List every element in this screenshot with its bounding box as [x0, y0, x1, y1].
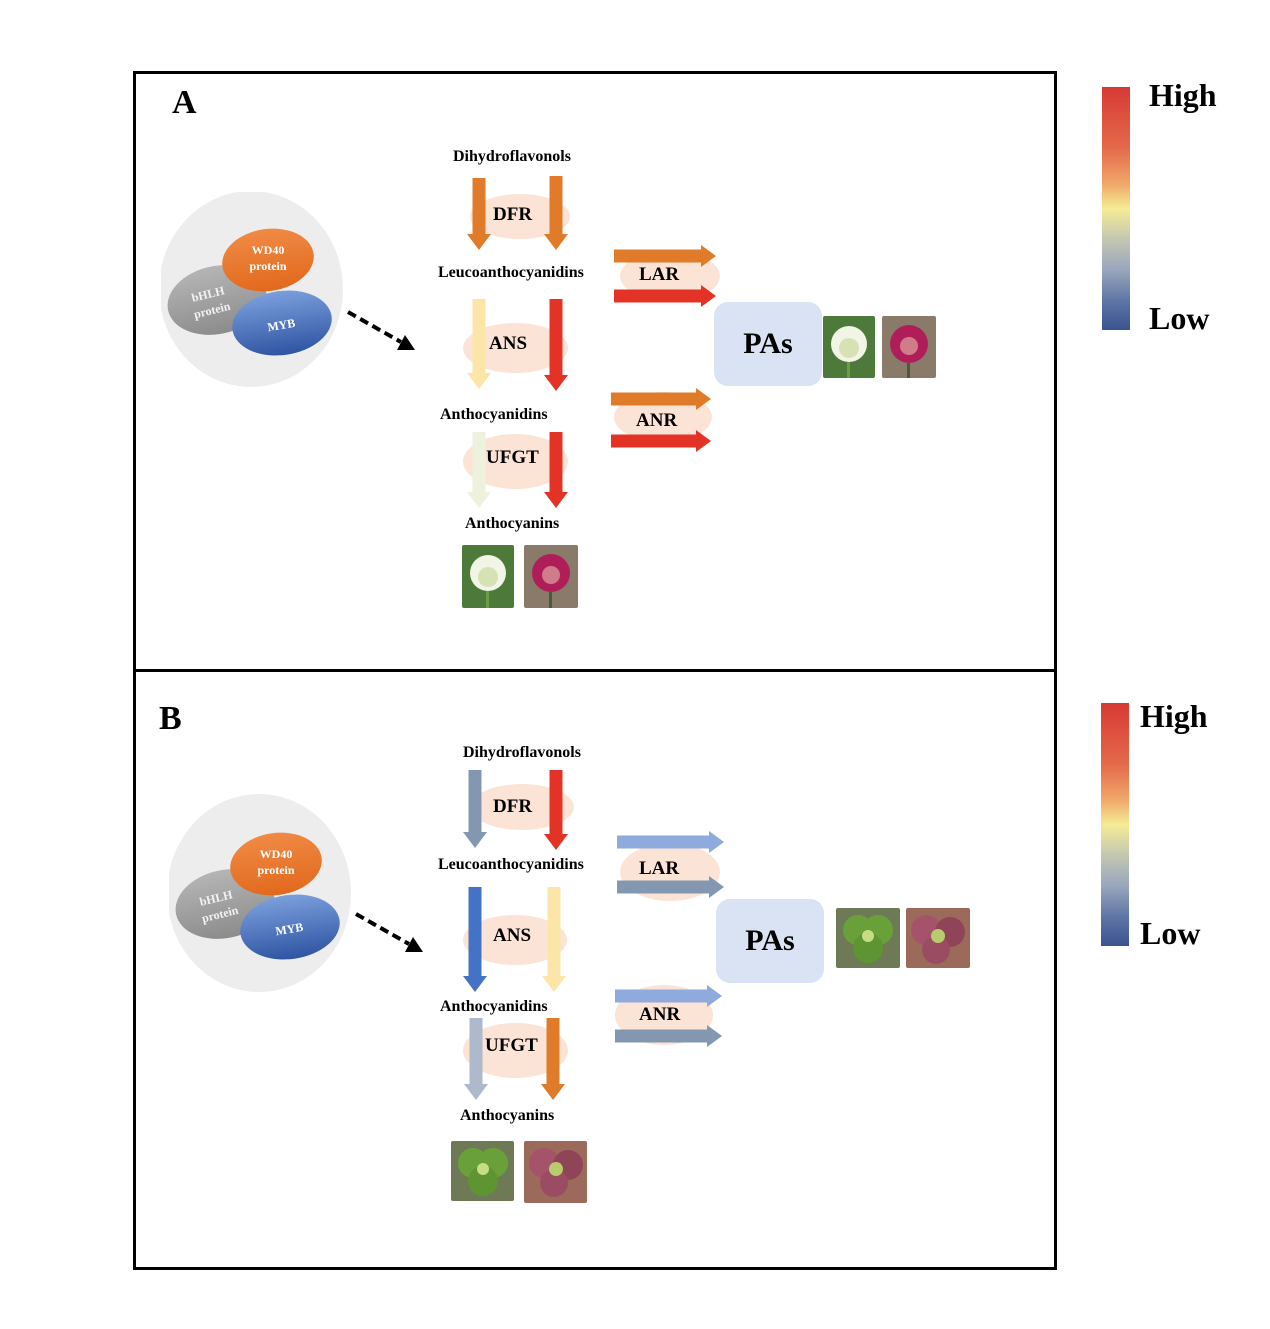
ufgt-arrow-first [467, 432, 491, 508]
product-pas: PAs [714, 302, 822, 386]
ufgt-arrow-second [541, 1018, 565, 1100]
wd40-label-2: protein [257, 863, 294, 877]
legend-high-label-a: High [1149, 77, 1217, 113]
lar-arrow-second [617, 876, 724, 898]
regulatory-complex: WD40 protein bHLH protein MYB [161, 192, 415, 387]
pas-image-green-clover [836, 908, 900, 968]
ans-arrow-first [463, 887, 487, 992]
metabolite-anthocyanidins: Anthocyanidins [440, 406, 548, 423]
color-scale-bar-b [1101, 703, 1129, 946]
panel-b: B WD40 protein bHLH protein MYB Dihydrof… [133, 669, 1057, 1270]
regulation-dashed-line [347, 310, 402, 344]
metabolite-dihydroflavonols: Dihydroflavonols [453, 148, 571, 165]
wd40-label-2: protein [249, 259, 286, 273]
product-pas: PAs [716, 899, 824, 983]
wd40-label: WD40 [260, 847, 293, 861]
enzyme-dfr: DFR [493, 204, 533, 225]
enzyme-ans: ANS [489, 333, 528, 354]
anr-arrow-second [611, 430, 711, 452]
ufgt-arrow-second [544, 432, 568, 508]
myb-ellipse [232, 290, 332, 356]
ans-arrow-second [542, 887, 566, 992]
enzyme-lar: LAR [639, 858, 680, 879]
wd40-label: WD40 [252, 243, 285, 257]
metabolite-anthocyanins: Anthocyanins [465, 515, 560, 532]
enzyme-lar: LAR [639, 264, 680, 285]
anr-arrow-second [615, 1025, 722, 1047]
lar-arrow-first [614, 245, 716, 267]
ans-arrow-first [467, 299, 491, 389]
regulation-arrowhead [405, 937, 423, 952]
pas-image-white-clover [823, 316, 875, 378]
enzyme-anr: ANR [636, 410, 678, 431]
dfr-arrow-second [544, 770, 568, 850]
anr-arrow-first [615, 985, 722, 1007]
lar-arrow-first [617, 831, 724, 853]
pas-image-purple-clover [906, 908, 970, 968]
wd40-protein-ellipse [230, 832, 322, 896]
myb-label: MYB [274, 920, 304, 939]
enzyme-ufgt: UFGT [485, 1035, 538, 1056]
anr-arrow-first [611, 388, 711, 410]
legend-low-label-b: Low [1140, 915, 1201, 951]
legend-low-label-a: Low [1149, 300, 1210, 336]
myb-ellipse [240, 894, 340, 960]
lar-arrow-second [614, 285, 716, 307]
regulation-arrowhead [397, 335, 415, 350]
wd40-protein-ellipse [222, 228, 314, 292]
legend-high-label-b: High [1140, 698, 1208, 734]
pathway-arrows [467, 176, 716, 508]
dfr-arrow-second [544, 176, 568, 250]
enzyme-dfr: DFR [493, 796, 533, 817]
regulation-dashed-line [355, 912, 410, 946]
enzyme-ans: ANS [493, 925, 532, 946]
metabolite-anthocyanidins: Anthocyanidins [440, 998, 548, 1015]
panel-letter: A [172, 84, 197, 121]
myb-label: MYB [266, 316, 296, 335]
regulatory-complex: WD40 protein bHLH protein MYB [169, 794, 423, 992]
color-scale-bar-a [1102, 87, 1130, 330]
metabolite-anthocyanins: Anthocyanins [460, 1107, 555, 1124]
ans-arrow-second [544, 299, 568, 391]
pathway-image-purple-clover [524, 1141, 587, 1203]
pathway-image-white-clover [462, 545, 514, 608]
enzyme-ufgt: UFGT [486, 447, 539, 468]
pas-image-red-clover [882, 316, 936, 378]
pathway-image-red-clover [524, 545, 578, 608]
pathway-arrows [463, 770, 724, 1100]
pathway-image-green-clover [451, 1141, 514, 1201]
panel-letter: B [159, 700, 182, 737]
metabolite-dihydroflavonols: Dihydroflavonols [463, 744, 581, 761]
enzyme-anr: ANR [639, 1004, 681, 1025]
ufgt-arrow-first [464, 1018, 488, 1100]
dfr-arrow-first [467, 178, 491, 250]
panel-a: A WD40 protein bHLH protein MYB Dihydrof… [133, 71, 1057, 672]
dfr-arrow-first [463, 770, 487, 848]
metabolite-leucoanthocyanidins: Leucoanthocyanidins [438, 856, 584, 873]
metabolite-leucoanthocyanidins: Leucoanthocyanidins [438, 264, 584, 281]
